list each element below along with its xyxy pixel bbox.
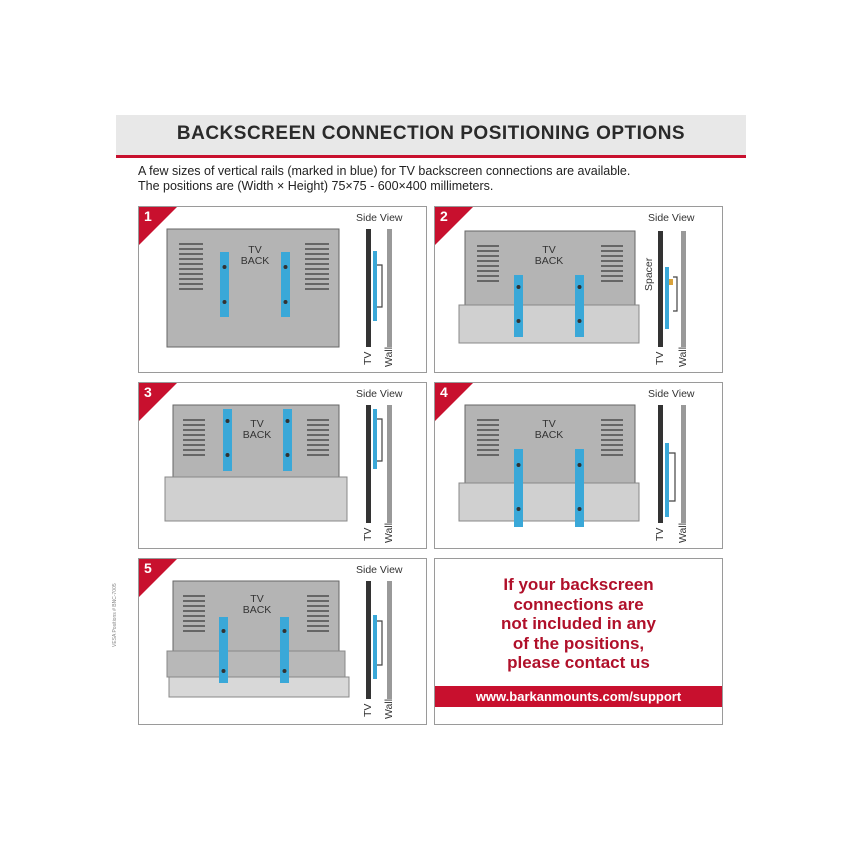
vent-left — [477, 419, 499, 456]
side-bracket — [673, 276, 678, 312]
panel-number: 2 — [440, 208, 448, 224]
side-tv — [366, 581, 371, 699]
side-tv — [658, 405, 663, 523]
panel-3-diagram — [164, 404, 392, 523]
intro-line-1: A few sizes of vertical rails (marked in… — [138, 164, 631, 178]
vent-right — [601, 245, 623, 282]
tv-lower-section — [166, 650, 346, 678]
side-wall — [387, 229, 392, 347]
side-bracket — [377, 264, 383, 308]
tv-label: TV — [654, 527, 666, 541]
intro-text: A few sizes of vertical rails (marked in… — [138, 164, 738, 194]
wall-label: Wall — [677, 346, 689, 367]
contact-box: If your backscreen connections are not i… — [434, 558, 723, 725]
tv-back-shape — [464, 230, 636, 306]
side-rail — [373, 615, 377, 679]
rail-left — [219, 617, 228, 683]
panel-4-diagram — [458, 404, 686, 527]
rail-right — [575, 449, 584, 527]
vent-right — [307, 595, 329, 632]
side-rail — [373, 409, 377, 469]
intro-line-2: The positions are (Width × Height) 75×75… — [138, 179, 494, 193]
vent-left — [183, 419, 205, 456]
side-wall — [387, 581, 392, 699]
side-wall — [681, 405, 686, 523]
panel-1-diagram — [166, 228, 392, 348]
rail-right — [575, 275, 584, 337]
side-view-label: Side View — [356, 388, 403, 400]
rail-right — [281, 252, 290, 317]
contact-message: If your backscreen connections are not i… — [501, 575, 656, 672]
vent-left — [183, 595, 205, 632]
tv-label: TV — [362, 527, 374, 541]
side-view-label: Side View — [648, 212, 695, 224]
vent-left — [477, 245, 499, 282]
panel-corner — [139, 383, 177, 421]
rail-left — [514, 275, 523, 337]
tv-label: TV — [362, 351, 374, 365]
side-view-label: Side View — [648, 388, 695, 400]
side-view-label: Side View — [356, 212, 403, 224]
side-bracket — [669, 452, 676, 502]
header-bar: BACKSCREEN CONNECTION POSITIONING OPTION… — [116, 115, 746, 158]
panel-number: 5 — [144, 560, 152, 576]
vent-right — [305, 243, 329, 290]
tv-base — [458, 482, 640, 522]
wall-label: Wall — [677, 522, 689, 543]
panel-number: 1 — [144, 208, 152, 224]
side-tv — [658, 231, 663, 347]
side-rail — [665, 267, 669, 329]
vent-right — [601, 419, 623, 456]
side-wall — [681, 231, 686, 347]
wall-label: Wall — [383, 698, 395, 719]
vent-right — [307, 419, 329, 456]
panel-number: 3 — [144, 384, 152, 400]
panel-corner — [139, 559, 177, 597]
tv-label: TV — [654, 351, 666, 365]
panel-number: 4 — [440, 384, 448, 400]
side-view-label: Side View — [356, 564, 403, 576]
tv-label: TV — [362, 703, 374, 717]
side-tv — [366, 405, 371, 523]
side-rail — [373, 251, 377, 321]
spacer-label: Spacer — [643, 257, 655, 291]
side-bracket — [377, 620, 383, 666]
panel-corner — [139, 207, 177, 245]
side-bracket — [377, 418, 383, 462]
side-rail — [665, 443, 669, 517]
page-title: BACKSCREEN CONNECTION POSITIONING OPTION… — [176, 123, 686, 144]
tv-base — [168, 676, 350, 698]
panel-corner — [435, 207, 473, 245]
support-link[interactable]: www.barkanmounts.com/support — [435, 686, 722, 707]
tv-base — [458, 304, 640, 344]
spacer-block — [669, 279, 673, 285]
panel-corner — [435, 383, 473, 421]
side-note: VESA Positions # BNC-7005 — [112, 583, 118, 647]
panel-5-diagram — [166, 580, 392, 699]
wall-label: Wall — [383, 346, 395, 367]
rail-left — [220, 252, 229, 317]
tv-base — [164, 476, 348, 522]
side-tv — [366, 229, 371, 347]
vent-left — [179, 243, 203, 290]
panel-2-diagram — [458, 230, 686, 347]
rail-right — [283, 409, 292, 471]
wall-label: Wall — [383, 522, 395, 543]
side-wall — [387, 405, 392, 523]
rail-right — [280, 617, 289, 683]
instruction-sheet: BACKSCREEN CONNECTION POSITIONING OPTION… — [112, 115, 746, 745]
rail-left — [223, 409, 232, 471]
rail-left — [514, 449, 523, 527]
